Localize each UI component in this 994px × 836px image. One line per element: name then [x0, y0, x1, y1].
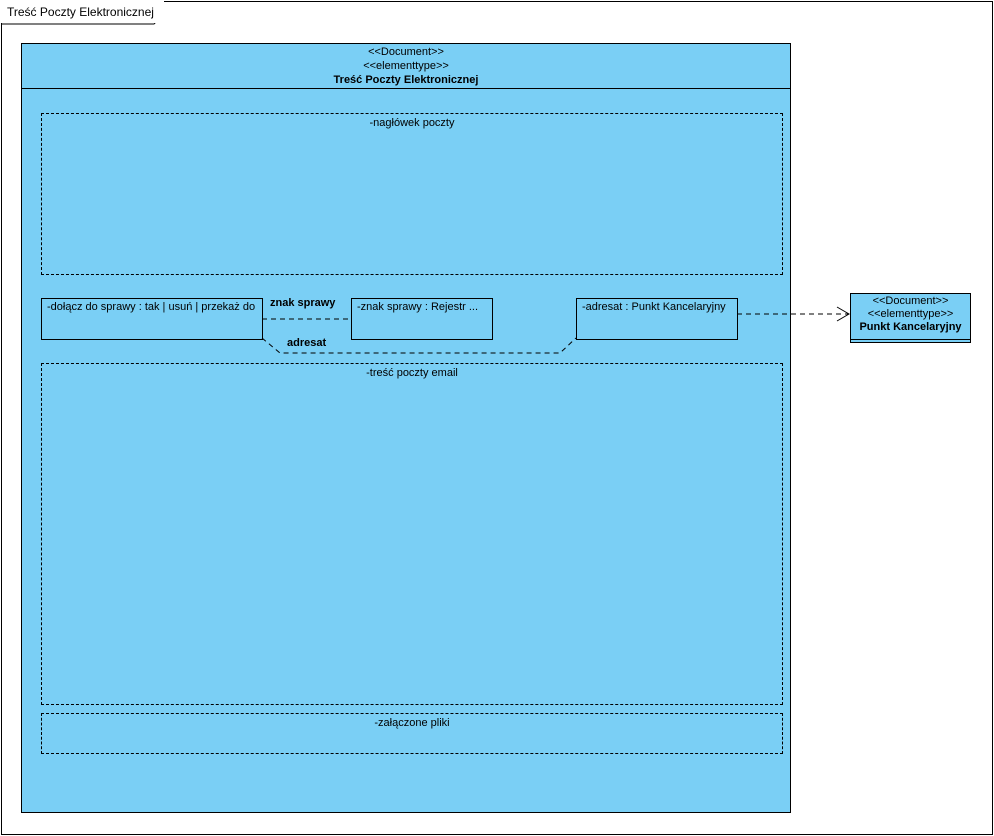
- attribute-join-case-label: -dołącz do sprawy : tak | usuń | przekaż…: [47, 301, 256, 313]
- part-header-label: -nagłówek poczty: [369, 117, 455, 129]
- part-attachments-label: -załączone pliki: [374, 717, 450, 729]
- attribute-case-mark[interactable]: -znak sprawy : Rejestr ...: [351, 298, 493, 340]
- connector-label-case-mark: znak sprawy: [270, 297, 336, 309]
- dependency-arrowhead: [836, 306, 850, 322]
- external-class-name: Punkt Kancelaryjny: [859, 321, 962, 333]
- main-class-stereotype-document: <<Document>>: [368, 46, 444, 58]
- main-class-box[interactable]: <<Document>> <<elementtype>> Treść Poczt…: [21, 43, 791, 813]
- attribute-addressee[interactable]: -adresat : Punkt Kancelaryjny: [576, 298, 738, 340]
- connector-line-addressee[interactable]: [261, 337, 577, 354]
- main-class-header: <<Document>> <<elementtype>> Treść Poczt…: [22, 44, 790, 89]
- connector-label-addressee: adresat: [287, 337, 327, 349]
- attribute-addressee-label: -adresat : Punkt Kancelaryjny: [582, 301, 726, 313]
- external-class-stereotype-elementtype: <<elementtype>>: [867, 308, 954, 320]
- external-class-box[interactable]: <<Document>> <<elementtype>> Punkt Kance…: [850, 293, 971, 343]
- main-class-name: Treść Poczty Elektronicznej: [333, 74, 479, 86]
- part-header[interactable]: -nagłówek poczty: [41, 113, 783, 275]
- external-class-compartment-line: [851, 339, 970, 353]
- external-class-stereotype-document: <<Document>>: [872, 295, 949, 307]
- frame-title: Treść Poczty Elektronicznej: [1, 1, 164, 23]
- part-body-label: -treść poczty email: [366, 367, 458, 379]
- part-body[interactable]: -treść poczty email: [41, 363, 783, 705]
- part-attachments[interactable]: -załączone pliki: [41, 713, 783, 754]
- main-class-stereotype-elementtype: <<elementtype>>: [363, 60, 449, 72]
- attribute-case-mark-label: -znak sprawy : Rejestr ...: [357, 301, 479, 313]
